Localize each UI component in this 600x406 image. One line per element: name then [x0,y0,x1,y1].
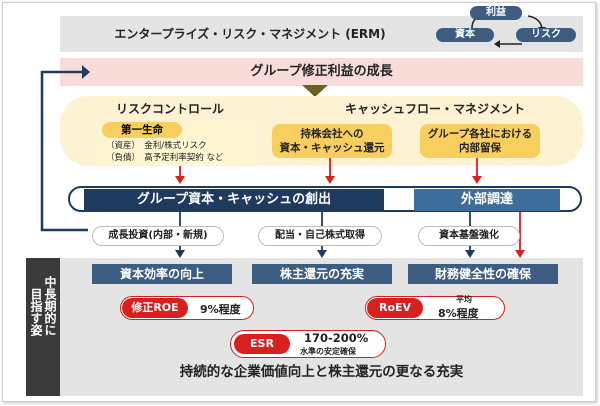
kpi-roev-value: 8%程度 [438,307,479,320]
goal-financial-soundness: 財務健全性の確保 [408,264,558,284]
goal-capital-efficiency: 資本効率の向上 [92,264,232,284]
kpi-esr-note: 水準の安定確保 [300,347,356,356]
holding-line1: 持株会社への [300,128,364,140]
holding-line2: 資本・キャッシュ還元 [279,142,385,154]
feedback-loop-arrow [40,65,90,232]
risk-control-heading: リスクコントロール [115,102,224,116]
internal-retention-box: グループ各社における 内部留保 [420,124,540,158]
midterm-goal-label: 中長期的に 目指す姿 [26,258,60,396]
erm-title: エンタープライズ・リスク・マネジメント (ERM) [114,27,386,41]
external-funding-box: 外部調達 [414,189,560,211]
erm-banner [60,16,583,52]
goal-shareholder-return: 株主還元の充実 [252,264,392,284]
risk-asset-line: （資産） 金利/株式リスク [106,141,207,151]
cycle-profit: 利益 [470,6,522,20]
holding-return-box: 持株会社への 資本・キャッシュ還元 [272,124,392,158]
cycle-capital: 資本 [436,28,494,42]
capital-creation-box: グループ資本・キャッシュの創出 [84,189,384,211]
retain-line1: グループ各社における [427,128,533,140]
side-label-col2: 目指す姿 [29,288,43,336]
growth-banner: グループ修正利益の成長 [60,58,583,86]
kpi-roe-label: 修正ROE [122,298,188,318]
kpi-esr-label: ESR [234,334,290,354]
kpi-roe-value: 9%程度 [200,303,241,316]
use-growth-investment: 成長投資(内部・新規) [92,226,224,246]
retain-line2: 内部留保 [459,142,501,154]
company-badge: 第一生命 [102,122,182,138]
cashflow-heading: キャッシュフロー・マネジメント [344,102,525,116]
kpi-roev-note: 平均 [456,295,472,304]
side-label-col1: 中長期的に [43,276,57,336]
kpi-roev-label: RoEV [367,298,423,318]
use-capital-base: 資本基盤強化 [418,226,520,246]
cycle-risk: リスク [516,28,576,42]
growth-down-triangle [302,85,328,97]
risk-liability-line: （負債） 高予定利率契約 など [106,153,224,163]
bottom-statement: 持続的な企業価値向上と株主還元の更なる充実 [179,364,464,380]
kpi-esr-value: 170-200% [304,331,369,345]
use-dividend-buyback: 配当・自己株式取得 [258,226,382,246]
